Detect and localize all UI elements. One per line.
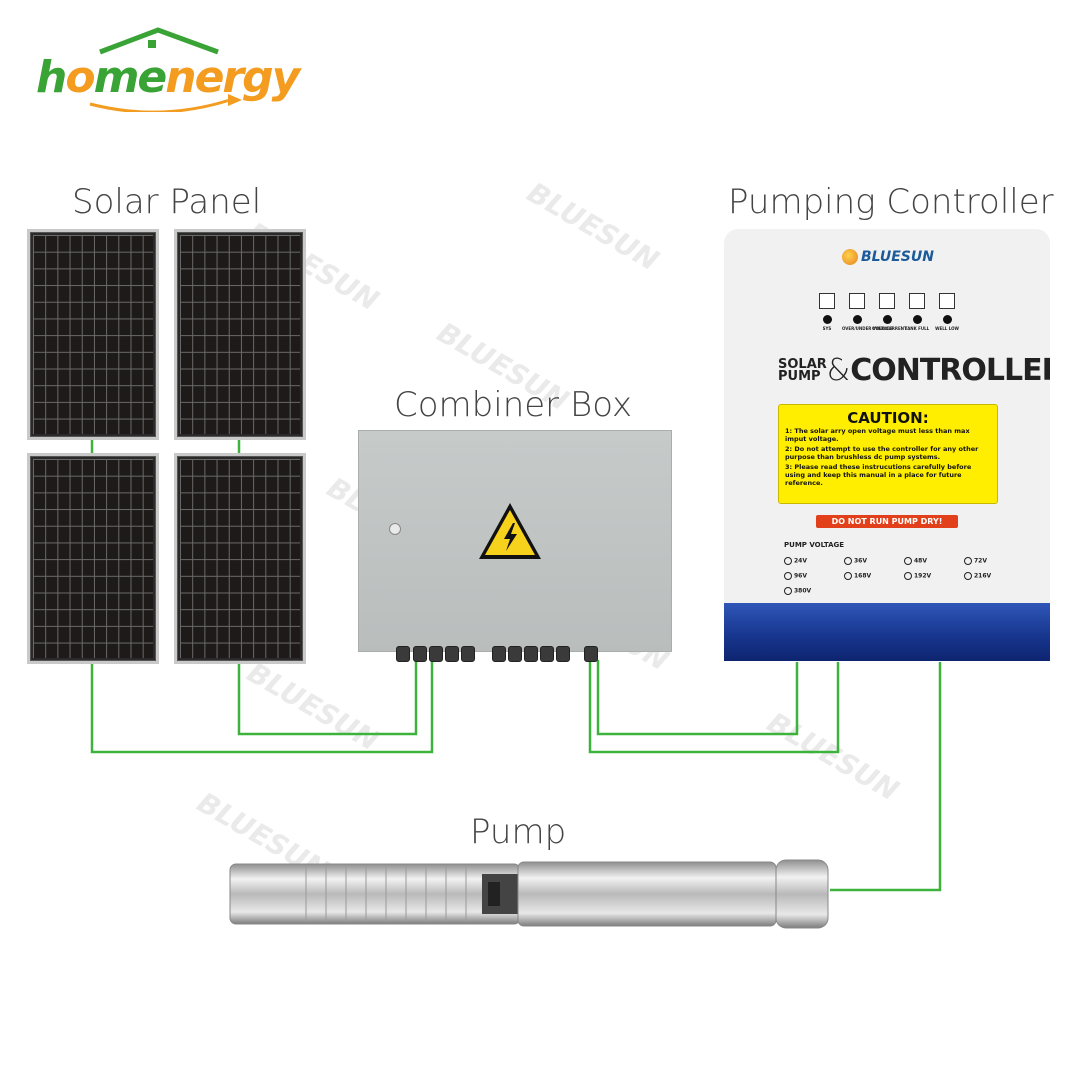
cable-gland [556, 646, 570, 662]
controller-to-pump-wire [830, 662, 942, 892]
voltage-option: 48V [904, 557, 927, 565]
cable-gland [508, 646, 522, 662]
solar-panel-label: Solar Panel [72, 182, 262, 222]
high-voltage-warning-icon [479, 503, 541, 559]
cable-gland [492, 646, 506, 662]
pumping-controller-label: Pumping Controller [728, 182, 1054, 222]
combiner-to-controller-wire [588, 660, 840, 754]
solar-panel [174, 229, 306, 440]
voltage-option: 24V [784, 557, 807, 565]
voltage-option: 216V [964, 572, 991, 580]
cable-gland [584, 646, 598, 662]
combiner-to-controller-wire [596, 660, 799, 736]
submersible-pump [229, 859, 829, 929]
cable-gland [413, 646, 427, 662]
cable-gland [524, 646, 538, 662]
logo-text: homenergy [36, 52, 300, 103]
lock-icon [389, 523, 401, 535]
caution-line: 2: Do not attempt to use the controller … [785, 445, 979, 461]
voltage-option: 192V [904, 572, 931, 580]
pumping-controller: BLUESUN SYS OVER/UNDER VOLTAGE OVER CURR… [724, 229, 1050, 661]
house-roof-icon [89, 27, 242, 112]
voltage-option: 96V [784, 572, 807, 580]
caution-box: CAUTION: 1: The solar arry open voltage … [778, 404, 998, 504]
pump-voltage-title: PUMP VOLTAGE [784, 541, 845, 549]
indicator-sys: SYS [818, 293, 836, 331]
voltage-option: 168V [844, 572, 871, 580]
controller-blue-band [724, 603, 1050, 661]
dry-run-warning: DO NOT RUN PUMP DRY! [816, 515, 958, 528]
caution-title: CAUTION: [847, 409, 929, 427]
pump-label: Pump [470, 812, 567, 852]
indicator-voltage: OVER/UNDER VOLTAGE [842, 293, 893, 331]
homenergy-logo: homenergy [30, 22, 300, 112]
combiner-box [358, 430, 672, 652]
voltage-option: 72V [964, 557, 987, 565]
caution-line: 1: The solar arry open voltage must less… [785, 427, 970, 443]
cable-gland [445, 646, 459, 662]
solar-panel [27, 229, 159, 440]
panel-to-combiner-wire [237, 660, 418, 736]
solar-panel [174, 453, 306, 664]
sun-icon [842, 249, 858, 265]
bluesun-logo: BLUESUN [842, 249, 934, 265]
combiner-box-label: Combiner Box [394, 385, 633, 425]
indicator-well-low: WELL LOW [935, 293, 959, 331]
indicator-current: OVER CURRENT [872, 293, 907, 331]
voltage-option: 36V [844, 557, 867, 565]
voltage-option: 380V [784, 587, 811, 595]
caution-line: 3: Please read these instrucutions caref… [785, 463, 972, 487]
cable-gland [429, 646, 443, 662]
panel-to-combiner-wire [90, 660, 434, 754]
cable-gland [540, 646, 554, 662]
cable-gland [396, 646, 410, 662]
cable-gland [461, 646, 475, 662]
indicator-tank-full: TANK FULL [905, 293, 929, 331]
solar-panel [27, 453, 159, 664]
